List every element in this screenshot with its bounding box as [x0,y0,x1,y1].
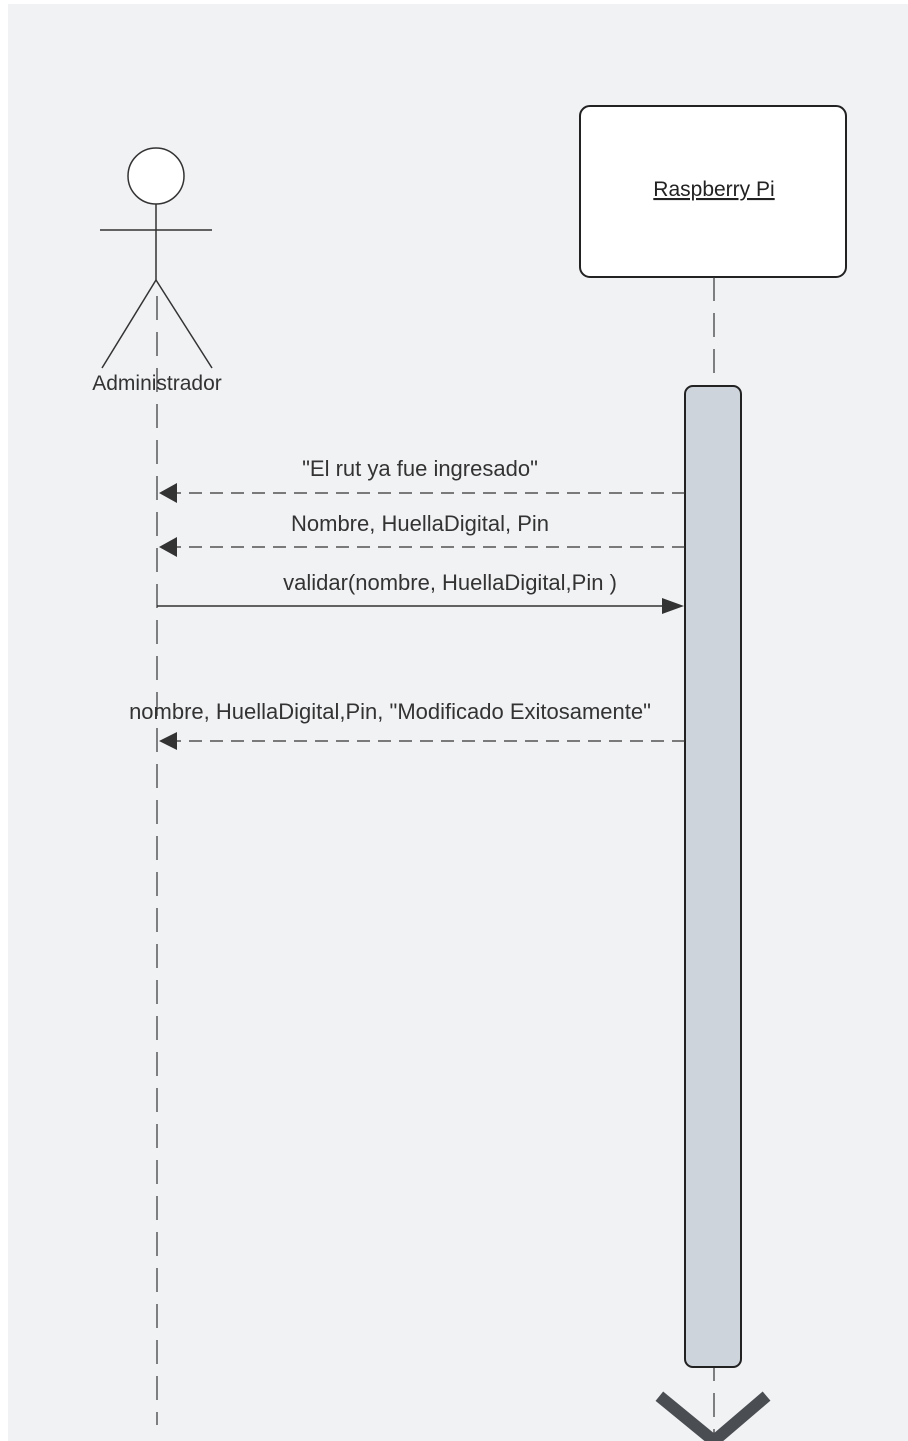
message-2[interactable]: Nombre, HuellaDigital, Pin [159,511,685,557]
message-label: "El rut ya fue ingresado" [302,456,538,481]
message-label: nombre, HuellaDigital,Pin, "Modificado E… [129,699,651,724]
message-4[interactable]: nombre, HuellaDigital,Pin, "Modificado E… [129,699,685,750]
message-label: validar(nombre, HuellaDigital,Pin ) [283,570,617,595]
message-1[interactable]: "El rut ya fue ingresado" [159,456,685,503]
activation-bar[interactable] [684,385,742,1368]
chevron-down-icon[interactable] [655,1391,771,1441]
message-3[interactable]: validar(nombre, HuellaDigital,Pin ) [157,570,684,614]
object-box [579,105,847,278]
actor-right-leg [155,279,213,369]
object-label: Raspberry Pi [653,178,774,201]
arrowhead-icon [662,598,684,614]
message-label: Nombre, HuellaDigital, Pin [291,511,549,536]
object-raspberry-pi[interactable]: Raspberry Pi [579,105,847,278]
actor-head [127,147,185,205]
actor-left-leg [101,279,157,369]
arrowhead-icon [159,483,177,503]
arrowhead-icon [159,537,177,557]
arrowhead-icon [159,732,177,750]
